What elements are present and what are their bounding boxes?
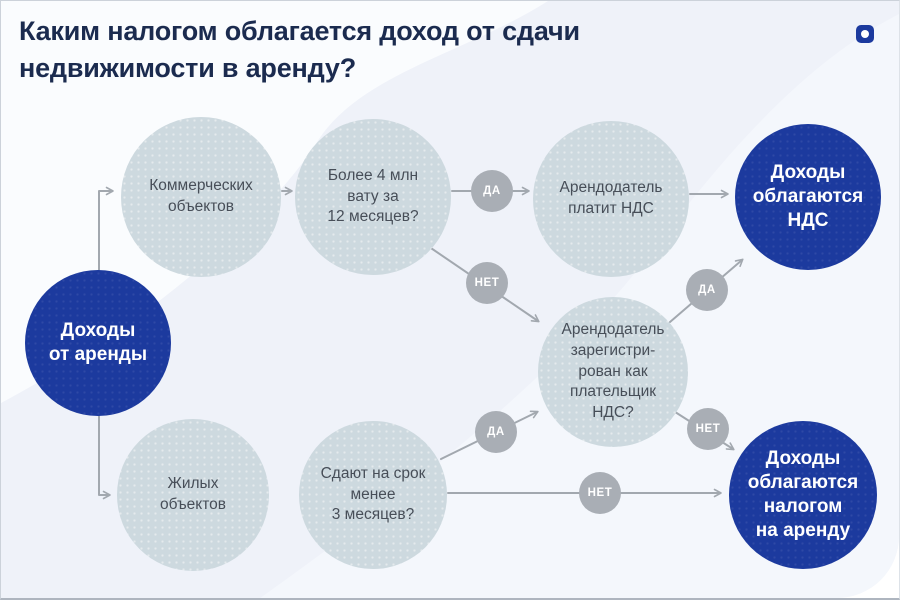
node-label: Доходы облагаются налогом на аренду [747, 448, 859, 541]
edge-label-yes-badge: ДА [686, 269, 728, 311]
edge-label-no-badge: НЕТ [466, 262, 508, 304]
edge-label-no-badge: НЕТ [687, 408, 729, 450]
background-swoosh-diagonal [260, 14, 899, 598]
node-landlord-pays-vat: Арендодатель платит НДС [533, 121, 689, 277]
edge-income-to-commercial [98, 186, 114, 271]
node-label: Доходы облагаются НДС [752, 162, 864, 231]
node-label: Арендодатель платит НДС [559, 179, 663, 217]
edge-label-no-badge: НЕТ [579, 472, 621, 514]
node-income-taxed-rent-tax: Доходы облагаются налогом на аренду [729, 421, 877, 569]
edge-label-yes-badge: ДА [471, 170, 513, 212]
node-label: Более 4 млн вату за 12 месяцев? [327, 167, 419, 226]
logo-dot-icon [861, 30, 869, 38]
node-income-taxed-vat: Доходы облагаются НДС [735, 124, 881, 270]
page-title: Каким налогом облагается доход от сдачи … [19, 16, 580, 83]
node-label: Коммерческих объектов [149, 177, 253, 215]
node-commercial-objects: Коммерческих объектов [121, 117, 281, 277]
brand-logo-icon [856, 25, 874, 43]
node-more-than-4m-vatu: Более 4 млн вату за 12 месяцев? [295, 119, 451, 275]
node-label: Сдают на срок менее 3 месяцев? [320, 465, 426, 524]
node-label: Доходы от аренды [48, 320, 148, 365]
node-label: Арендодатель зарегистри- рован как плате… [561, 321, 665, 421]
node-label: Жилых объектов [159, 475, 227, 513]
node-registered-vat-payer: Арендодатель зарегистри- рован как плате… [538, 297, 688, 447]
node-income-from-rent: Доходы от аренды [25, 270, 171, 416]
edge-income-to-residential [98, 415, 111, 500]
node-rented-less-3-months: Сдают на срок менее 3 месяцев? [299, 421, 447, 569]
node-residential-objects: Жилых объектов [117, 419, 269, 571]
edge-label-yes-badge: ДА [475, 411, 517, 453]
